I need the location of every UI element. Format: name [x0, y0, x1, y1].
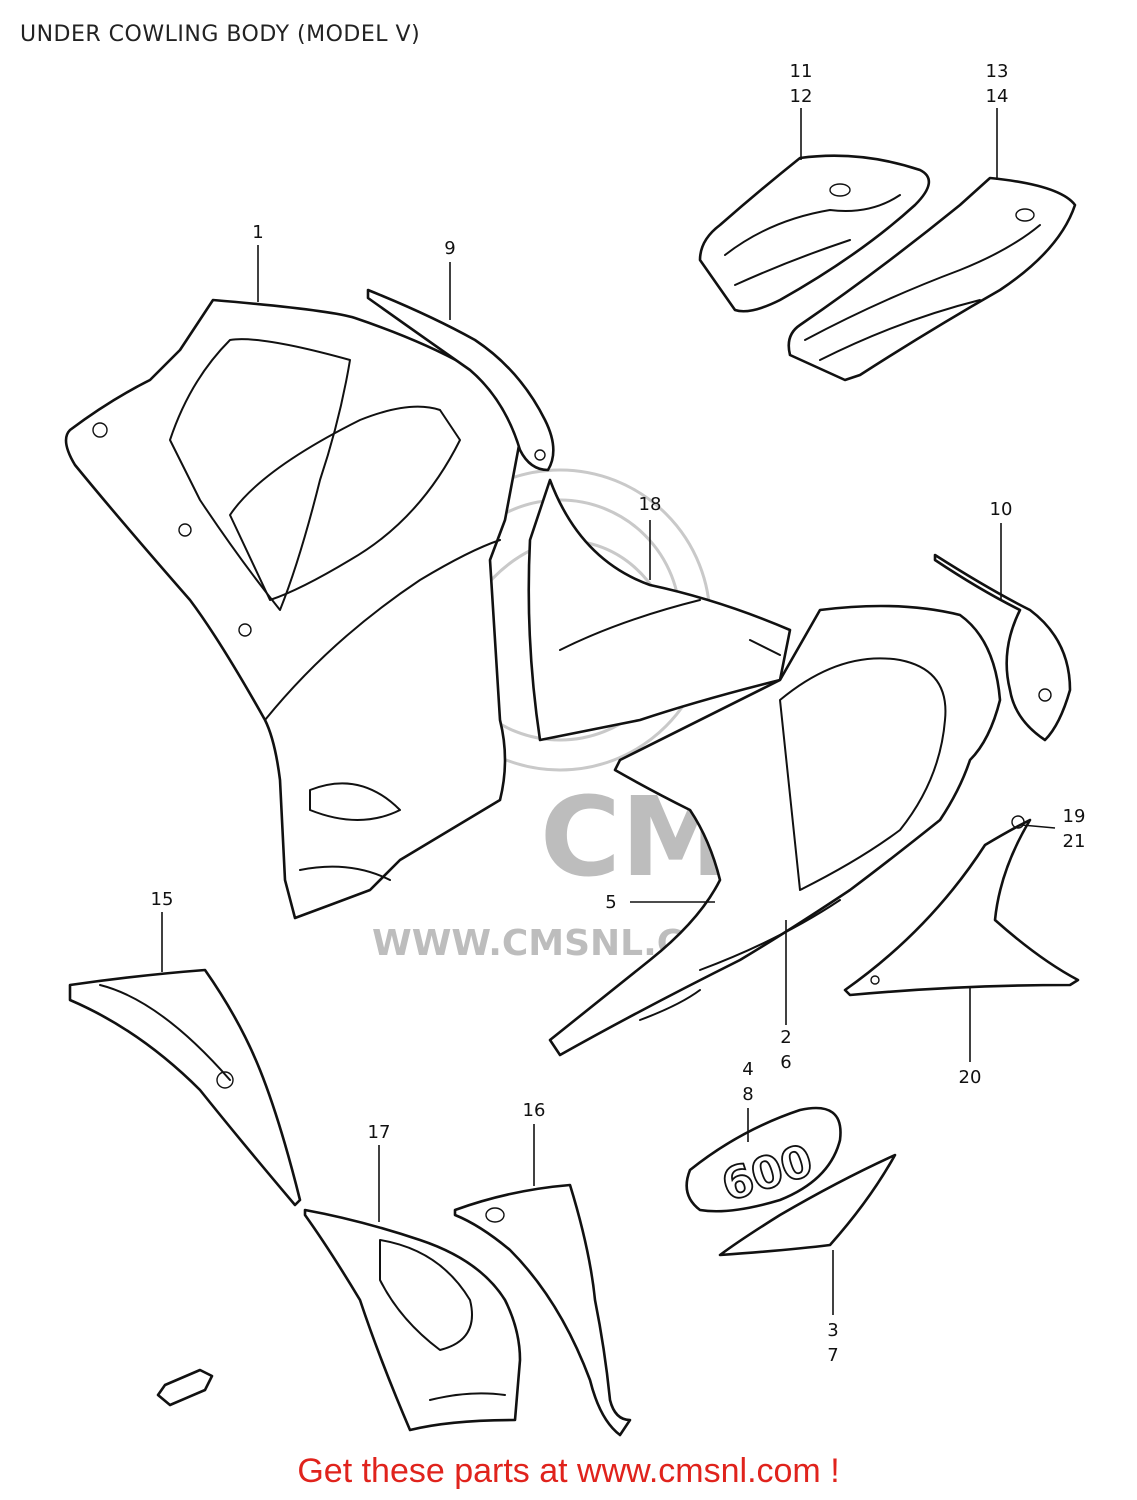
callout-20: 20 — [959, 1067, 982, 1088]
part-20-lower-panel[interactable] — [843, 815, 1080, 997]
part-3-7-panel[interactable] — [718, 1153, 897, 1257]
leader-lines — [161, 108, 1056, 1315]
callout-7: 7 — [827, 1345, 838, 1366]
callout-labels: 1 9 11 12 13 14 18 10 19 21 5 15 2 6 20 … — [151, 61, 1086, 1366]
callout-12: 12 — [790, 86, 813, 107]
callout-19: 19 — [1063, 806, 1086, 827]
callout-1: 1 — [252, 222, 263, 243]
callout-2: 2 — [780, 1027, 791, 1048]
front-arrow-icon — [156, 1368, 214, 1407]
callout-11: 11 — [790, 61, 813, 82]
part-16-panel[interactable] — [453, 1183, 632, 1437]
callout-18: 18 — [639, 494, 662, 515]
callout-10: 10 — [990, 499, 1013, 520]
callout-15: 15 — [151, 889, 174, 910]
footer-link[interactable]: Get these parts at www.cmsnl.com ! — [297, 1452, 840, 1490]
part-9-trim-strip[interactable] — [366, 288, 555, 472]
callout-6: 6 — [780, 1052, 791, 1073]
part-18-inner-panel[interactable] — [527, 478, 792, 742]
page-title: UNDER COWLING BODY (MODEL V) — [20, 22, 421, 47]
callout-17: 17 — [368, 1122, 391, 1143]
callout-8: 8 — [742, 1084, 753, 1105]
callout-14: 14 — [986, 86, 1009, 107]
callout-13: 13 — [986, 61, 1009, 82]
callout-16: 16 — [523, 1100, 546, 1121]
part-10-bracket[interactable] — [933, 553, 1072, 742]
callout-5: 5 — [605, 892, 616, 913]
part-17-lower-duct[interactable] — [303, 1208, 522, 1432]
part-15-side-panel[interactable] — [68, 968, 302, 1207]
part-11-12-side-duct[interactable] — [698, 154, 931, 313]
part-13-14-side-duct[interactable] — [787, 176, 1077, 382]
callout-21: 21 — [1063, 831, 1086, 852]
callout-9: 9 — [444, 238, 455, 259]
part-5-under-cowling-right[interactable] — [548, 604, 1002, 1057]
callout-4: 4 — [742, 1059, 753, 1080]
callout-3: 3 — [827, 1320, 838, 1341]
part-1-under-cowling-left[interactable] — [64, 298, 522, 920]
